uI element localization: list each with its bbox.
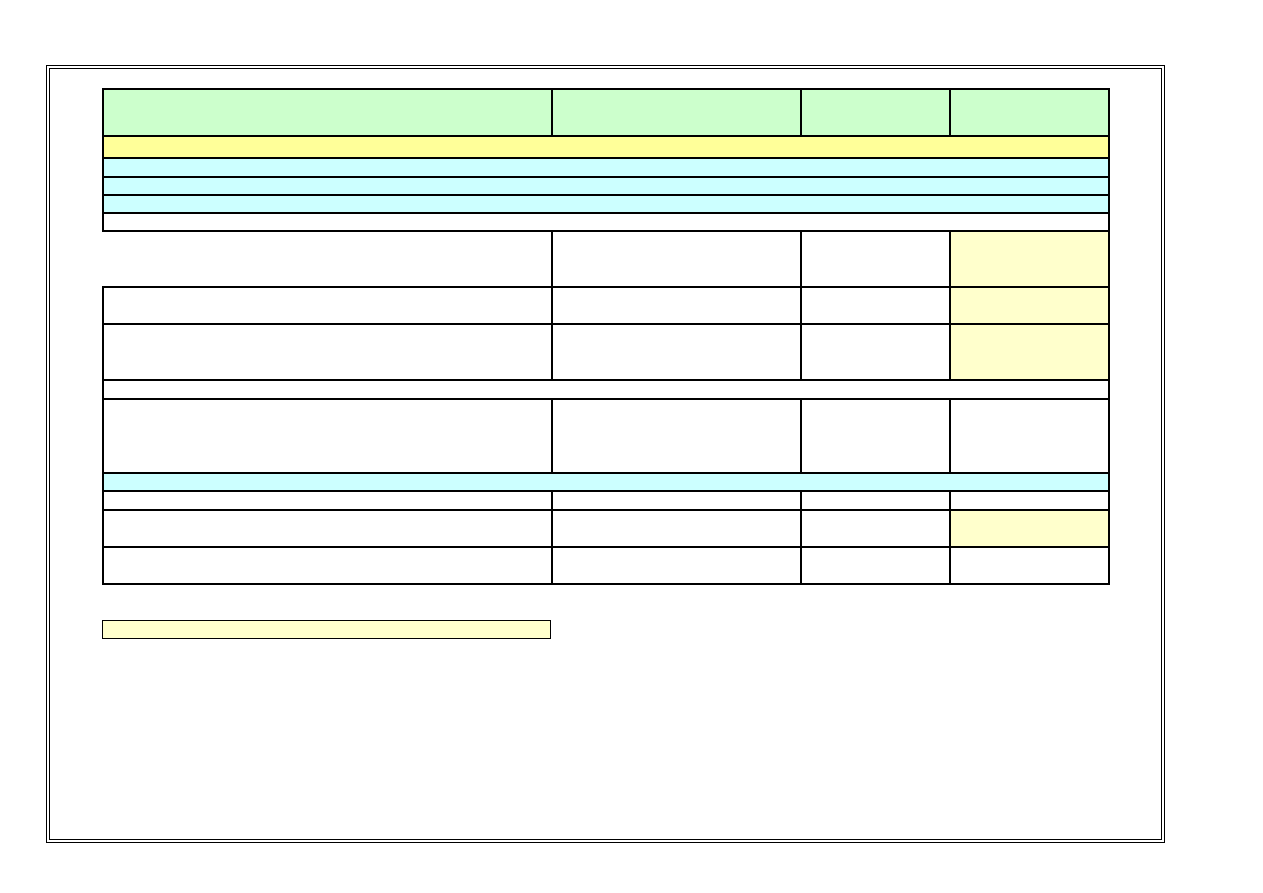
section-banner-row	[102, 135, 1110, 159]
table-row	[102, 286, 1110, 325]
row-label-cell	[102, 323, 553, 381]
table-row	[102, 490, 1110, 511]
page-frame-inner	[49, 68, 1162, 840]
row-label-cell	[102, 398, 553, 474]
row-label-cell	[102, 490, 553, 511]
input-cell[interactable]	[949, 286, 1110, 325]
value-cell[interactable]	[551, 230, 802, 288]
value-cell[interactable]	[949, 398, 1110, 474]
row-label-cell	[102, 286, 553, 325]
note-input-cell[interactable]	[102, 620, 551, 639]
value-cell[interactable]	[800, 286, 951, 325]
group-cell	[102, 157, 1110, 178]
spreadsheet-table	[102, 88, 1110, 585]
value-cell[interactable]	[551, 398, 802, 474]
row-label-cell	[102, 509, 553, 548]
table-row	[102, 509, 1110, 548]
subsection-row	[102, 472, 1110, 492]
table-row	[102, 323, 1110, 381]
blank-cell	[102, 212, 1110, 232]
group-cell	[102, 176, 1110, 196]
header-cell-2	[551, 88, 802, 137]
blank-row	[102, 212, 1110, 232]
header-cell-3	[800, 88, 951, 137]
value-cell[interactable]	[551, 323, 802, 381]
value-cell[interactable]	[551, 546, 802, 585]
row-label-cell	[102, 546, 553, 585]
value-cell[interactable]	[551, 286, 802, 325]
subsection-cell	[102, 472, 1110, 492]
input-cell[interactable]	[949, 509, 1110, 548]
separator-row	[102, 379, 1110, 400]
input-cell[interactable]	[949, 230, 1110, 288]
value-cell[interactable]	[800, 230, 951, 288]
header-cell-4	[949, 88, 1110, 137]
value-cell[interactable]	[800, 398, 951, 474]
row-label-cell	[103, 231, 553, 288]
group-row	[102, 176, 1110, 196]
group-row	[102, 194, 1110, 214]
input-cell[interactable]	[949, 323, 1110, 381]
value-cell[interactable]	[800, 546, 951, 585]
group-cell	[102, 194, 1110, 214]
value-cell[interactable]	[800, 490, 951, 511]
table-row	[102, 398, 1110, 474]
value-cell[interactable]	[551, 490, 802, 511]
separator-cell	[102, 379, 1110, 400]
value-cell[interactable]	[800, 509, 951, 548]
group-row	[102, 157, 1110, 178]
section-banner	[102, 135, 1110, 159]
value-cell[interactable]	[949, 546, 1110, 585]
table-row	[102, 546, 1110, 585]
value-cell[interactable]	[800, 323, 951, 381]
page-frame-outer	[46, 65, 1165, 843]
table-row	[103, 230, 1110, 288]
header-row	[102, 88, 1110, 137]
value-cell[interactable]	[551, 509, 802, 548]
value-cell[interactable]	[949, 490, 1110, 511]
header-cell-1	[102, 88, 553, 137]
